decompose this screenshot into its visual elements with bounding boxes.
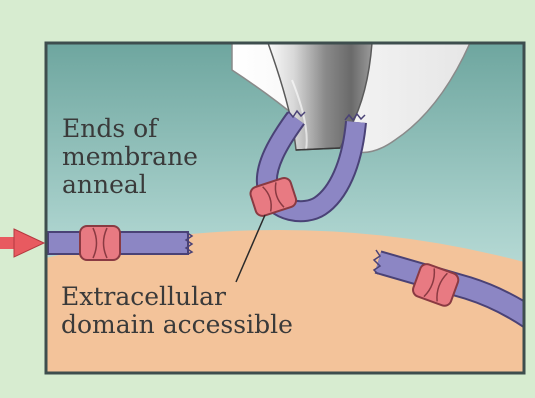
extracellular-line-1: Extracellular (61, 283, 293, 311)
membrane-anneal-label: Ends of membrane anneal (62, 115, 198, 199)
extracellular-line-2: domain accessible (61, 311, 293, 339)
extracellular-label: Extracellular domain accessible (61, 283, 293, 339)
left-ion-channel-icon (80, 226, 120, 260)
membrane-anneal-line-1: Ends of (62, 115, 198, 143)
membrane-anneal-line-2: membrane (62, 143, 198, 171)
membrane-anneal-line-3: anneal (62, 171, 198, 199)
